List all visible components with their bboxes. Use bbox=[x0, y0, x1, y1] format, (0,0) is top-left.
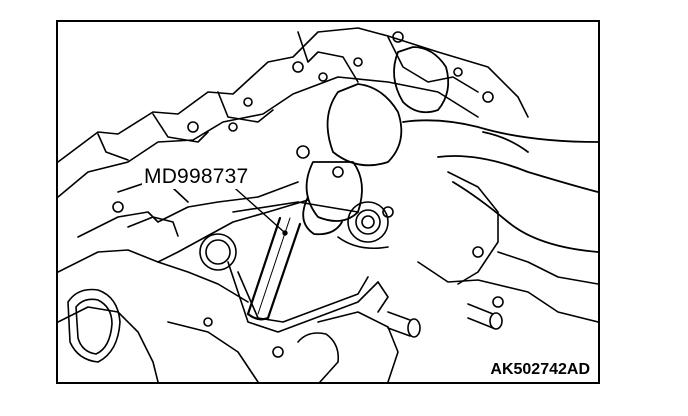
valve-seal bbox=[337, 201, 389, 250]
callout-label: MD998737 bbox=[142, 165, 251, 189]
cylinder-head-casting bbox=[58, 27, 598, 382]
bolt-holes bbox=[112, 31, 504, 358]
figure-id: AK502742AD bbox=[490, 361, 590, 378]
intake-ports bbox=[67, 288, 340, 382]
hand bbox=[302, 46, 598, 253]
engine-head-illustration bbox=[58, 27, 598, 382]
special-tool-md998737 bbox=[246, 216, 302, 321]
dowel-pins bbox=[387, 303, 503, 338]
illustration-frame: MD998737 AK502742AD bbox=[56, 20, 600, 384]
callout-leader bbox=[227, 181, 288, 236]
